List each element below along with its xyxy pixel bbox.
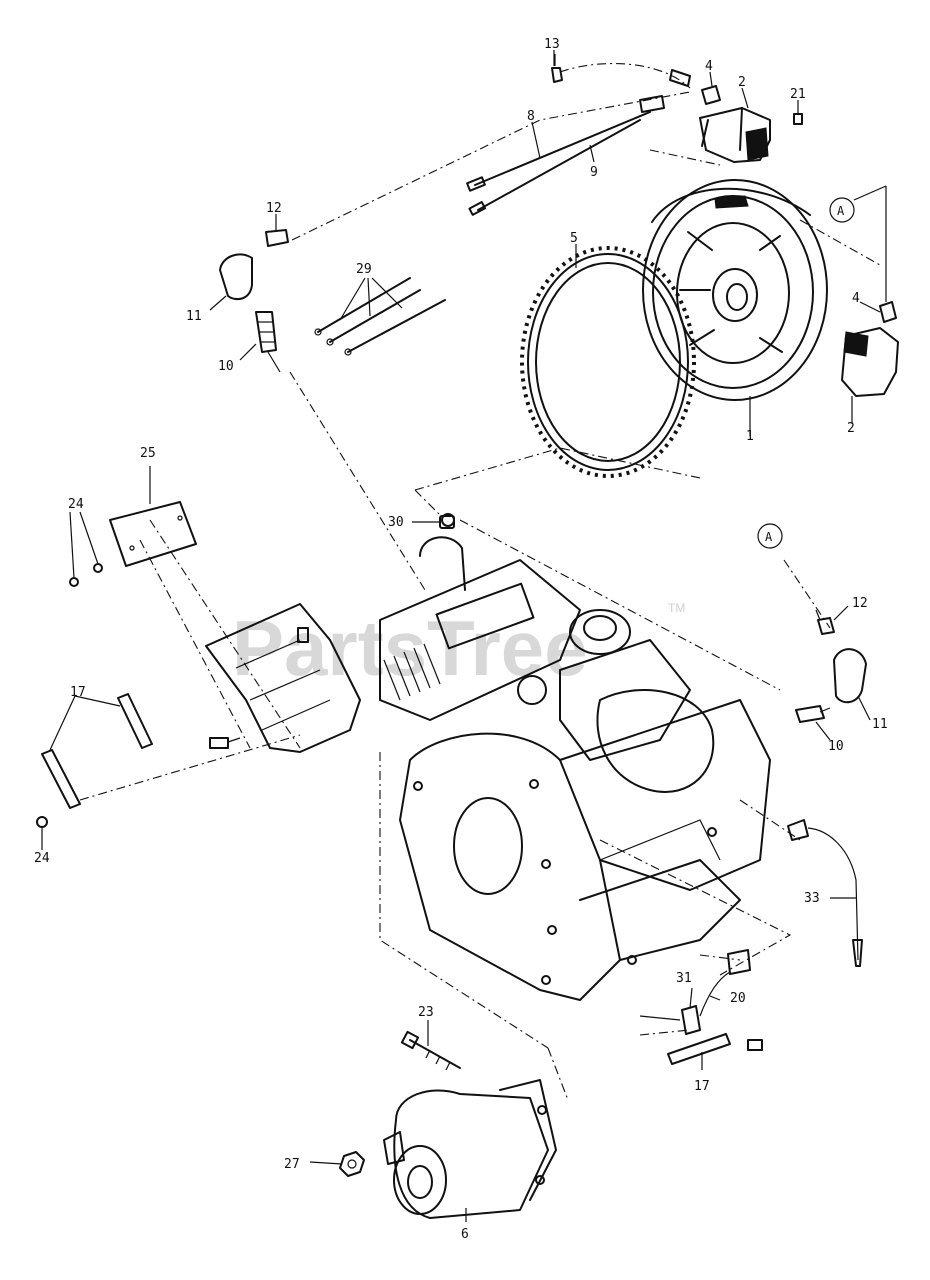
part-callouts: 13 4 2 21 8 9 12 5 29 11 10 4 1 2 25 24 … <box>34 37 888 1242</box>
callout-5: 5 <box>570 231 578 246</box>
ignition-coil-right <box>841 262 899 397</box>
callout-6: 6 <box>461 1227 469 1242</box>
callout-23: 23 <box>418 1005 434 1020</box>
sensor-wire-33 <box>787 819 863 967</box>
clamp-17-bottom <box>667 1033 731 1065</box>
spark-plug-left <box>219 229 289 373</box>
ring-gear <box>520 246 696 478</box>
callout-2-top: 2 <box>738 75 746 90</box>
callout-25: 25 <box>140 446 156 461</box>
callout-30: 30 <box>388 515 404 530</box>
callout-31: 31 <box>676 971 692 986</box>
callout-9: 9 <box>590 165 598 180</box>
callout-11-right: 11 <box>872 717 888 732</box>
callout-13: 13 <box>544 37 560 52</box>
watermark-tm: TM <box>668 601 685 615</box>
flywheel-assembly <box>642 179 828 401</box>
engine-block <box>379 513 771 1001</box>
callout-17-bottom: 17 <box>694 1079 710 1094</box>
plate-25 <box>69 501 197 587</box>
ref-a-top-label: A <box>837 204 845 218</box>
callout-11-left: 11 <box>186 309 202 324</box>
callout-29: 29 <box>356 262 372 277</box>
leader-lines <box>41 50 881 1222</box>
bracket-shield <box>205 603 361 753</box>
sensor-20-31 <box>639 949 763 1051</box>
pins-left <box>36 693 153 828</box>
spark-plug-right <box>795 609 867 723</box>
callout-10-right: 10 <box>828 739 844 754</box>
callout-33: 33 <box>804 891 820 906</box>
callout-8: 8 <box>527 109 535 124</box>
callout-21: 21 <box>790 87 806 102</box>
part-8-9-wires <box>466 69 691 216</box>
callout-1: 1 <box>746 429 754 444</box>
reference-a-top: A <box>829 185 887 262</box>
assembly-guide-lines <box>79 63 881 1101</box>
callout-24-top: 24 <box>68 497 84 512</box>
callout-20: 20 <box>730 991 746 1006</box>
starter-motor <box>383 1079 557 1219</box>
callout-2-right: 2 <box>847 421 855 436</box>
ref-a-mid-label: A <box>765 530 773 544</box>
part-13-clip <box>551 54 563 83</box>
callout-12-right: 12 <box>852 596 868 611</box>
callout-27: 27 <box>284 1157 300 1172</box>
callout-17-left: 17 <box>70 685 86 700</box>
callout-4-right: 4 <box>852 291 860 306</box>
nut-27 <box>339 1151 365 1177</box>
callout-4-top: 4 <box>705 59 713 74</box>
callout-10-left: 10 <box>218 359 234 374</box>
callout-24-bottom: 24 <box>34 851 50 866</box>
starter-bolt-23 <box>400 1030 461 1071</box>
reference-a-mid: A <box>757 523 783 549</box>
cable-ties <box>314 277 446 356</box>
ignition-coil-top <box>699 85 803 163</box>
callout-12-left: 12 <box>266 201 282 216</box>
